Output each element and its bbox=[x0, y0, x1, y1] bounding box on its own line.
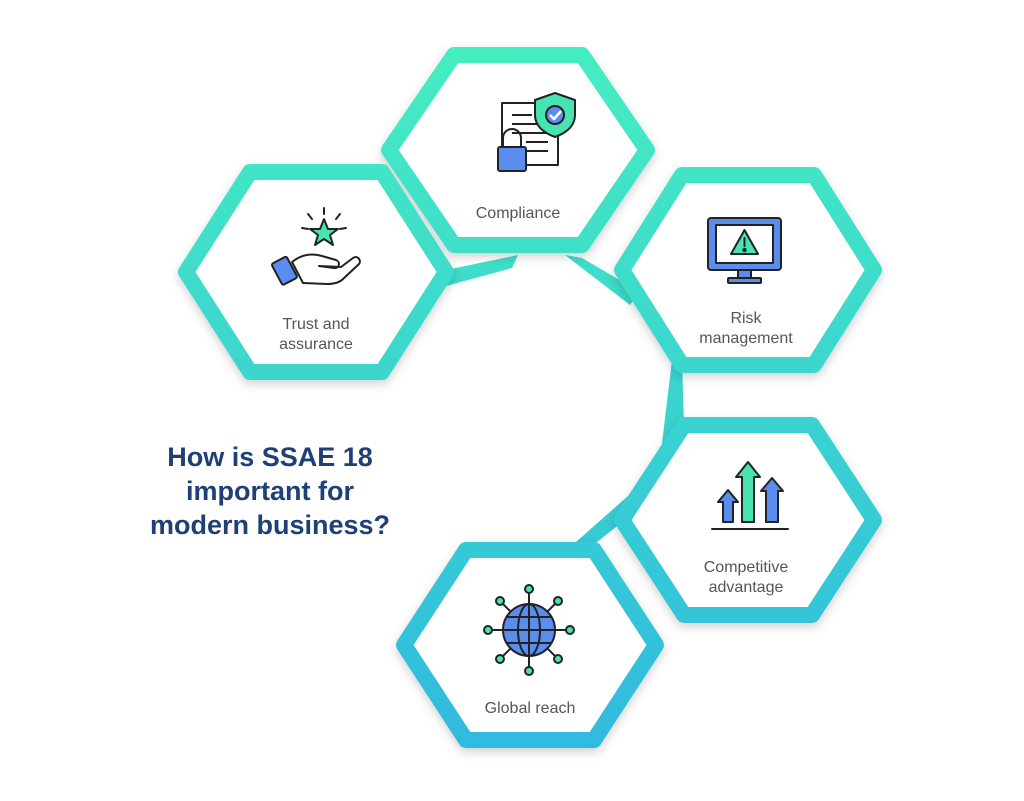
globe-network-icon bbox=[483, 584, 575, 676]
label-trust: Trust and assurance bbox=[279, 316, 353, 353]
growth-arrows-icon bbox=[711, 461, 789, 530]
label-advantage: Competitive advantage bbox=[703, 559, 789, 596]
label-risk: Risk management bbox=[699, 310, 793, 347]
hand-star-icon bbox=[271, 207, 361, 286]
title-line-3: modern business? bbox=[149, 510, 391, 540]
connector-risk-advantage bbox=[660, 360, 684, 460]
label-global: Global reach bbox=[484, 700, 576, 717]
title-line-1: How is SSAE 18 bbox=[167, 442, 373, 472]
monitor-warning-icon bbox=[707, 217, 782, 284]
connector-compliance-risk bbox=[565, 255, 640, 305]
label-compliance: Compliance bbox=[475, 205, 561, 222]
diagram-title: How is SSAE 18 important for modern busi… bbox=[120, 440, 420, 542]
hexagons bbox=[178, 47, 882, 748]
title-line-2: important for bbox=[186, 476, 354, 506]
document-lock-shield-icon bbox=[497, 92, 576, 172]
